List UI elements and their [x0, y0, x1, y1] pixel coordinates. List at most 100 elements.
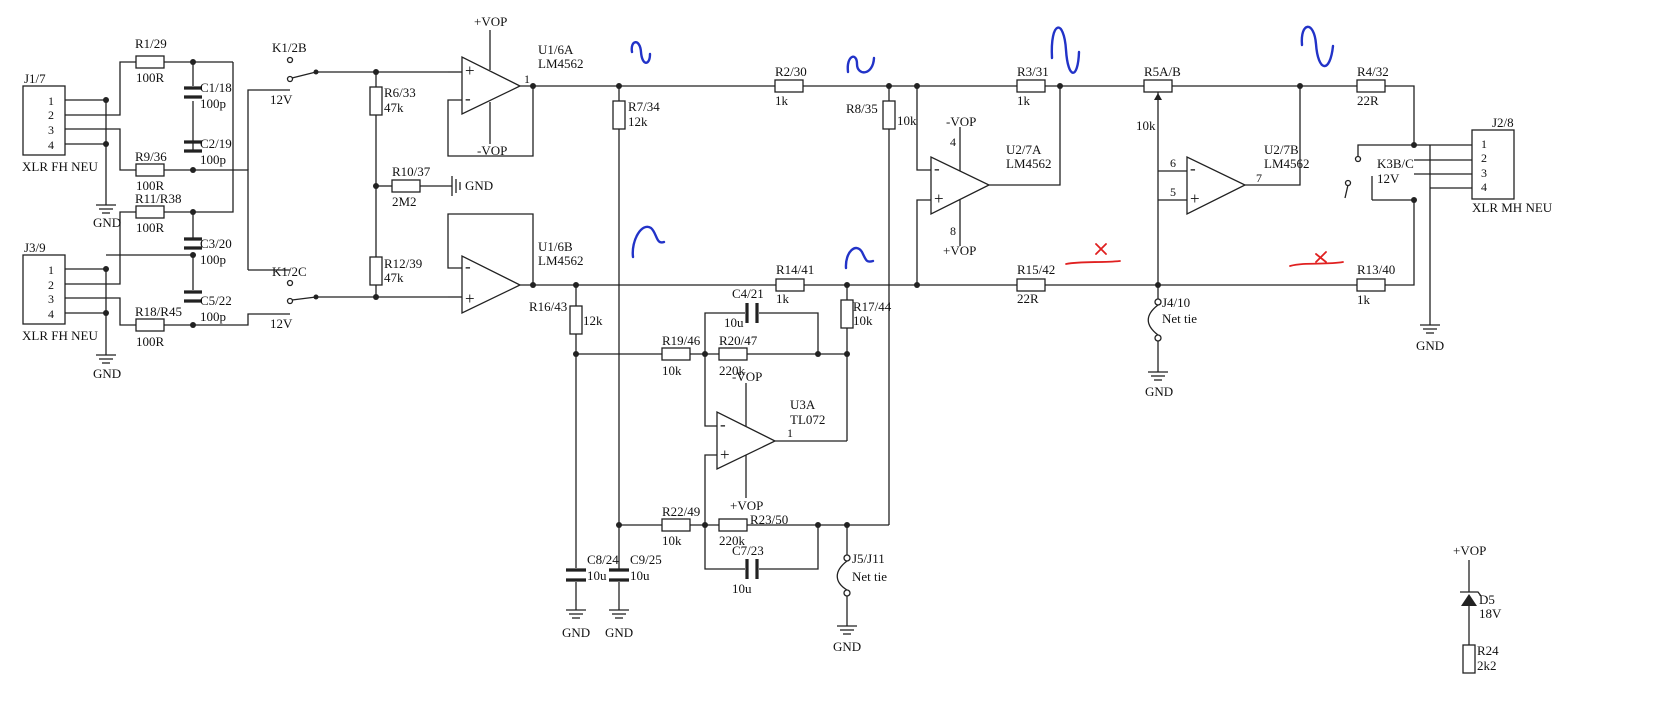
- svg-text:100R: 100R: [136, 334, 165, 349]
- svg-text:LM4562: LM4562: [1006, 156, 1052, 171]
- svg-text:1: 1: [48, 94, 54, 108]
- svg-text:12k: 12k: [628, 114, 648, 129]
- svg-text:1: 1: [524, 72, 530, 86]
- resistor-r17: R17/44 10k: [840, 285, 892, 441]
- svg-text:R22/49: R22/49: [662, 504, 700, 519]
- svg-text:10k: 10k: [662, 533, 682, 548]
- svg-text:C7/23: C7/23: [732, 543, 764, 558]
- j3-ref: J3/9: [24, 240, 46, 255]
- svg-text:1: 1: [48, 263, 54, 277]
- svg-text:C8/24: C8/24: [587, 552, 619, 567]
- svg-text:-: -: [720, 415, 726, 434]
- j1-ref: J1/7: [24, 71, 46, 86]
- resistor-r24: R24 2k2: [1462, 643, 1499, 674]
- annotation-crosses: [1065, 243, 1344, 267]
- svg-text:5: 5: [1170, 185, 1176, 199]
- relay-k3b-c: K3B/C 12V: [1344, 142, 1417, 203]
- svg-text:J5/J11: J5/J11: [852, 551, 885, 566]
- resistor-r19: R19/46 10k: [576, 333, 719, 378]
- svg-text:2M2: 2M2: [392, 194, 417, 209]
- svg-text:22R: 22R: [1357, 93, 1379, 108]
- svg-text:R18/R45: R18/R45: [135, 304, 182, 319]
- capacitor-c8: C8/24 10u GND: [562, 552, 619, 640]
- svg-text:18V: 18V: [1479, 606, 1502, 621]
- opamp-u3a: - + -VOP +VOP U3A TL072 1: [704, 354, 847, 525]
- svg-text:GND: GND: [1416, 338, 1444, 353]
- svg-text:C1/18: C1/18: [200, 80, 232, 95]
- svg-text:22R: 22R: [1017, 291, 1039, 306]
- svg-text:R17/44: R17/44: [853, 299, 892, 314]
- opamp-u2-7a: - + -VOP +VOP 4 8 U2/7A LM4562: [914, 83, 1063, 288]
- svg-text:R3/31: R3/31: [1017, 64, 1049, 79]
- svg-text:LM4562: LM4562: [538, 56, 584, 71]
- resistor-r16: R16/43 12k: [529, 282, 603, 568]
- resistor-r14: R15/42 22R: [1016, 262, 1161, 306]
- opamp-u1-6a: + - +VOP -VOP U1/6A LM4562 1: [447, 14, 640, 158]
- svg-text:+: +: [465, 289, 475, 308]
- svg-text:47k: 47k: [384, 270, 404, 285]
- resistor-r7: R7/34 12k: [612, 83, 660, 569]
- svg-text:R15/42: R15/42: [1017, 262, 1055, 277]
- svg-text:R24: R24: [1477, 643, 1499, 658]
- svg-text:+: +: [720, 445, 730, 464]
- svg-text:12V: 12V: [1377, 171, 1400, 186]
- resistor-r1: R1/29 100R: [135, 36, 167, 85]
- opamp-u1-6b: - + U1/6B LM4562: [447, 213, 776, 315]
- svg-text:GND: GND: [833, 639, 861, 654]
- svg-text:K1/2B: K1/2B: [272, 40, 307, 55]
- svg-text:47k: 47k: [384, 100, 404, 115]
- svg-text:R14/41: R14/41: [776, 262, 814, 277]
- svg-text:-: -: [465, 257, 471, 276]
- svg-text:R23/50: R23/50: [750, 512, 788, 527]
- resistor-r15: R13/40 1k: [1032, 200, 1415, 307]
- svg-text:10u: 10u: [724, 315, 744, 330]
- svg-text:R13/40: R13/40: [1357, 262, 1395, 277]
- svg-text:C2/19: C2/19: [200, 136, 232, 151]
- svg-text:220k: 220k: [719, 363, 746, 378]
- svg-text:GND: GND: [93, 366, 121, 381]
- capacitor-c4: C4/21 10u: [704, 286, 821, 357]
- net-tie-j4: J4/10 Net tie GND: [1145, 285, 1197, 399]
- svg-text:GND: GND: [605, 625, 633, 640]
- svg-text:LM4562: LM4562: [1264, 156, 1310, 171]
- svg-text:100p: 100p: [200, 152, 226, 167]
- resistor-r9: R9/36 100R: [135, 149, 167, 193]
- svg-text:J4/10: J4/10: [1162, 295, 1190, 310]
- svg-text:R8/35: R8/35: [846, 101, 878, 116]
- svg-text:D5: D5: [1479, 592, 1495, 607]
- svg-text:10u: 10u: [587, 568, 607, 583]
- gnd-symbol-j3: GND: [93, 354, 121, 381]
- svg-text:TL072: TL072: [790, 412, 825, 427]
- svg-text:-VOP: -VOP: [732, 369, 762, 384]
- svg-text:+VOP: +VOP: [943, 243, 976, 258]
- annotation-waveforms: [630, 25, 1335, 270]
- svg-text:-: -: [465, 89, 471, 108]
- svg-text:10u: 10u: [630, 568, 650, 583]
- capacitor-c7: C7/23 10u: [704, 525, 819, 596]
- svg-text:R12/39: R12/39: [384, 256, 422, 271]
- svg-text:+: +: [465, 61, 475, 80]
- resistor-r23: R23/50 220k: [718, 512, 889, 548]
- svg-text:C9/25: C9/25: [630, 552, 662, 567]
- svg-text:GND: GND: [1145, 384, 1173, 399]
- svg-text:10k: 10k: [897, 113, 917, 128]
- svg-text:3: 3: [48, 123, 54, 137]
- svg-text:1k: 1k: [1017, 93, 1031, 108]
- resistor-r10: R10/37 2M2 GND: [376, 164, 493, 209]
- svg-text:6: 6: [1170, 156, 1176, 170]
- svg-text:U2/7A: U2/7A: [1006, 142, 1042, 157]
- resistor-r12: R12/39 47k: [369, 256, 422, 300]
- resistor-r11: R11/R38 100R: [135, 191, 181, 235]
- svg-text:+VOP: +VOP: [730, 498, 763, 513]
- svg-text:U3A: U3A: [790, 397, 816, 412]
- svg-text:R16/43: R16/43: [529, 299, 567, 314]
- svg-text:C5/22: C5/22: [200, 293, 232, 308]
- j1-type: XLR FH NEU: [22, 159, 98, 174]
- svg-text:4: 4: [48, 138, 54, 152]
- capacitor-c9: C9/25 10u GND: [605, 552, 662, 640]
- svg-text:100p: 100p: [200, 252, 226, 267]
- resistor-r6: R6/33 47k: [369, 69, 416, 257]
